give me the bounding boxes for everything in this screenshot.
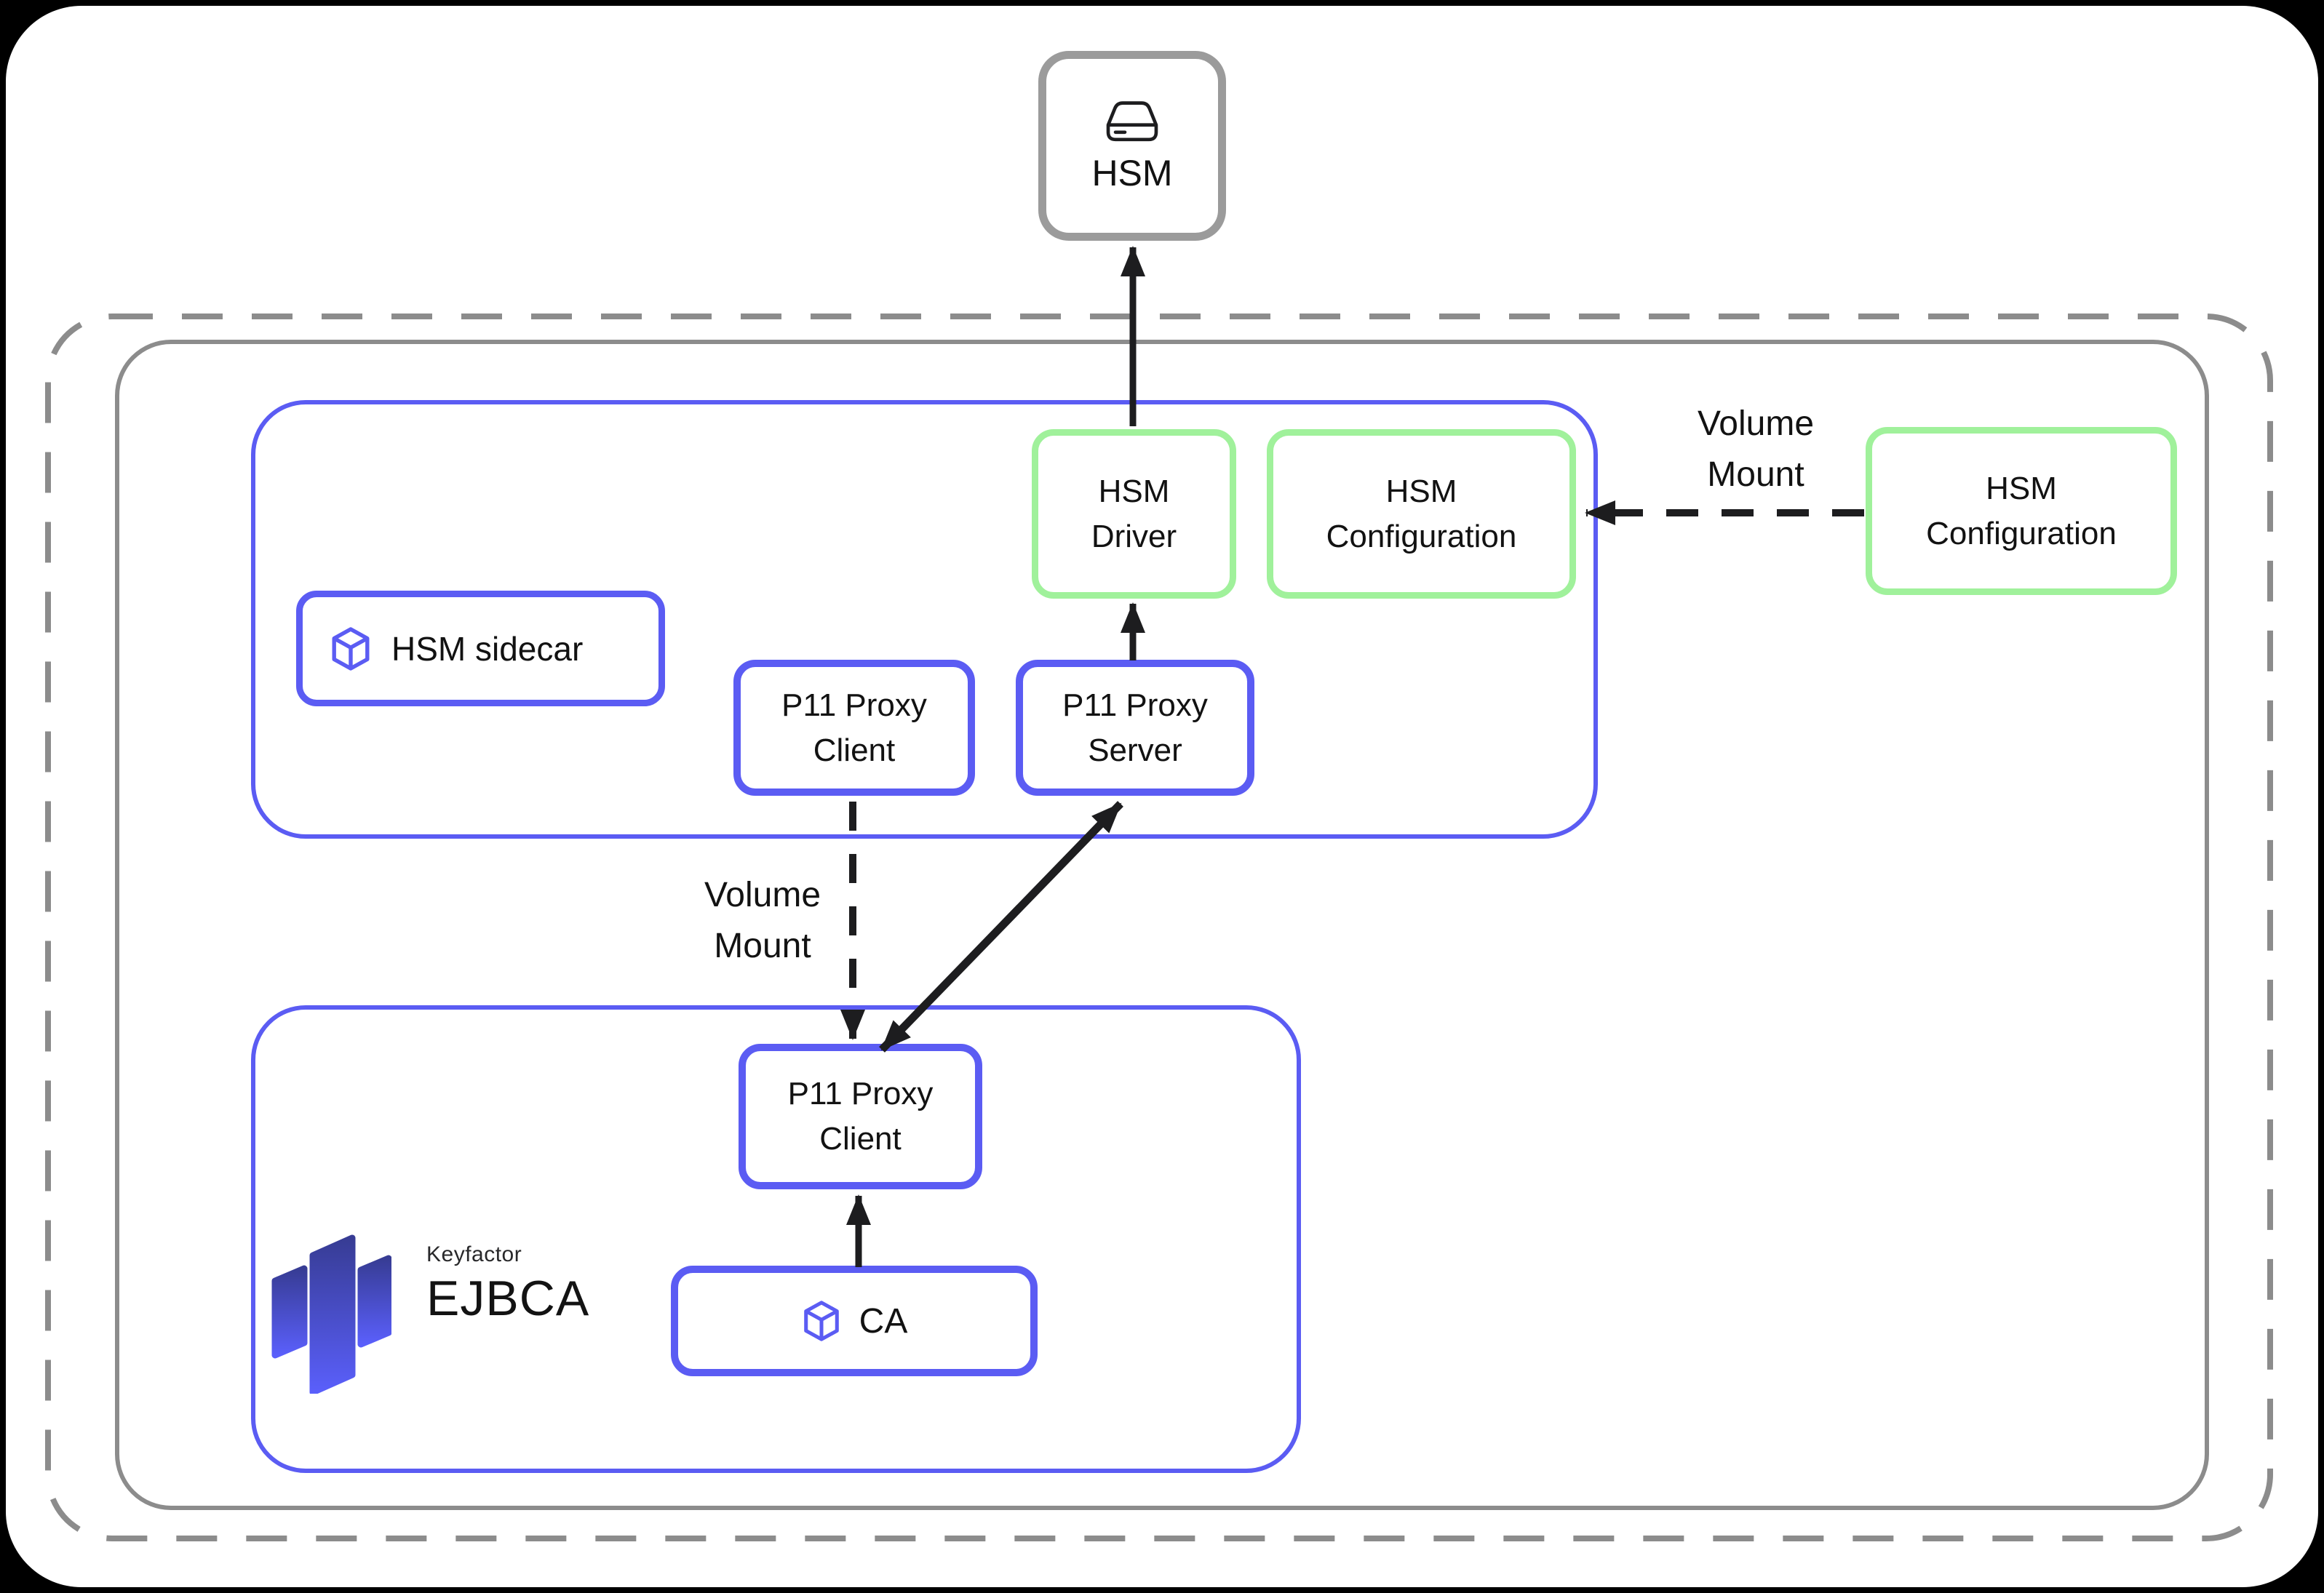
hsm-configuration-external-box: HSM Configuration <box>1866 427 2177 595</box>
keyfactor-logo-bars-icon <box>271 1234 391 1394</box>
ca-label: CA <box>859 1301 908 1341</box>
hard-drive-icon <box>1106 100 1158 141</box>
keyfactor-ejbca-logo: Keyfactor EJBCA <box>426 1242 589 1327</box>
hsm-sidecar-label: HSM sidecar <box>391 629 584 668</box>
hsm-node-label: HSM <box>1091 152 1173 193</box>
hsm-configuration-internal-label: HSM Configuration <box>1326 473 1517 554</box>
p11-proxy-client-sidecar-box: P11 Proxy Client <box>733 660 975 796</box>
hsm-configuration-external-label: HSM Configuration <box>1926 470 2117 551</box>
package-icon-ca <box>803 1301 839 1341</box>
p11-proxy-server-label: P11 Proxy Server <box>1062 687 1208 768</box>
hsm-node: HSM <box>1038 51 1226 241</box>
hsm-sidecar-badge: HSM sidecar <box>296 591 665 706</box>
volume-mount-label-right: Volume Mount <box>1697 404 1815 494</box>
p11-proxy-client-ejbca-label: P11 Proxy Client <box>787 1076 934 1157</box>
p11-proxy-client-sidecar-label: P11 Proxy Client <box>781 687 927 768</box>
volume-mount-label-left: Volume Mount <box>704 876 821 965</box>
hsm-configuration-internal-box: HSM Configuration <box>1267 429 1576 599</box>
ca-box: CA <box>671 1266 1038 1376</box>
package-icon <box>332 626 370 671</box>
p11-proxy-client-ejbca-box: P11 Proxy Client <box>739 1044 982 1189</box>
p11-proxy-server-box: P11 Proxy Server <box>1016 660 1254 796</box>
logo-brand-text: Keyfactor <box>426 1242 522 1266</box>
logo-product-text: EJBCA <box>426 1271 590 1326</box>
hsm-driver-box: HSM Driver <box>1032 429 1236 599</box>
hsm-driver-label: HSM Driver <box>1091 473 1177 554</box>
